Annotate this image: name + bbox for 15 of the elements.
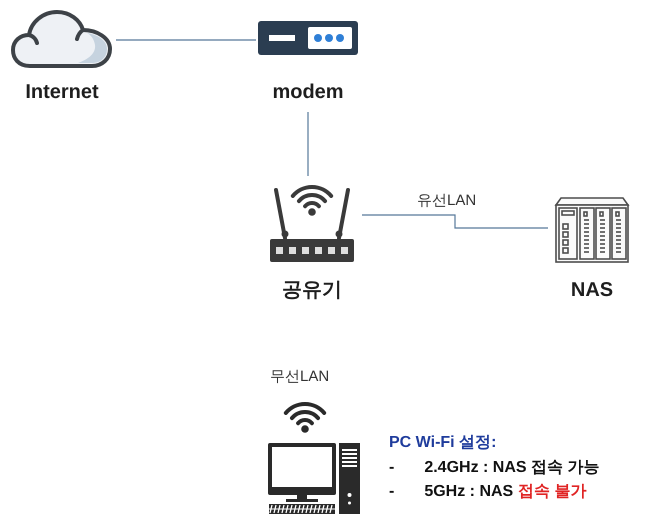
edge-label: 유선LAN bbox=[417, 192, 476, 210]
list-item-text: 5GHz : NAS bbox=[424, 482, 514, 502]
list-bullet: - bbox=[389, 458, 394, 478]
device-label: Internet bbox=[25, 80, 99, 104]
status-text: 접속 불가 bbox=[518, 482, 587, 502]
connector-line bbox=[362, 214, 548, 229]
list-item-text: 2.4GHz : NAS 접속 가능 bbox=[424, 458, 600, 478]
device-label: 공유기 bbox=[282, 278, 342, 302]
settings-heading: PC Wi-Fi 설정: bbox=[389, 433, 496, 453]
device-label: NAS bbox=[570, 278, 614, 302]
connector-line bbox=[116, 39, 256, 41]
node-label: 무선LAN bbox=[270, 368, 330, 386]
connector-line bbox=[307, 112, 309, 176]
list-bullet: - bbox=[389, 482, 394, 502]
device-label: modem bbox=[272, 80, 344, 104]
